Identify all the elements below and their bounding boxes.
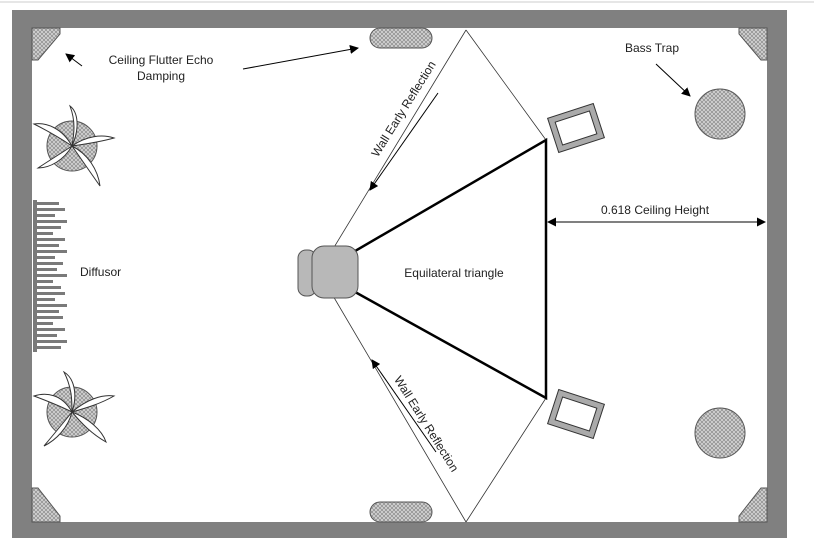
speaker-icon — [546, 388, 606, 440]
ceiling-flutter-label-line1: Ceiling Flutter Echo — [109, 53, 214, 67]
equilateral-triangle — [316, 137, 548, 401]
listening-chair-icon — [297, 245, 359, 299]
diffusor-label: Diffusor — [80, 265, 121, 279]
corner-trap-icon — [31, 27, 61, 61]
bass-trap-icon — [694, 88, 746, 140]
diffusor-panel-icon — [33, 200, 67, 352]
room-floor — [32, 28, 767, 522]
reflection-path-left-bottom — [318, 271, 467, 523]
bass-trap-arrow — [655, 63, 691, 97]
bass-trap-label: Bass Trap — [625, 41, 679, 55]
corner-trap-icon — [31, 487, 61, 523]
potted-plant-icon — [32, 104, 116, 187]
potted-plant-icon — [32, 370, 116, 447]
ceiling-flutter-label-line2: Damping — [137, 69, 185, 83]
wall-reflection-arrow-bottom — [371, 359, 437, 453]
flutter-echo-arrow-right — [242, 45, 359, 70]
speaker-icon — [546, 102, 606, 154]
bass-trap-icon — [694, 407, 746, 459]
wall-reflection-arrow-top — [369, 92, 439, 191]
corner-trap-icon — [738, 27, 768, 61]
ceiling-height-label: 0.618 Ceiling Height — [601, 203, 710, 217]
ceiling-absorber-panel-icon — [369, 27, 433, 49]
corner-trap-icon — [738, 487, 768, 523]
ceiling-absorber-panel-icon — [369, 501, 433, 523]
reflection-path-left-top — [318, 29, 467, 273]
equilateral-triangle-label: Equilateral triangle — [404, 266, 504, 280]
flutter-echo-arrow-left — [65, 53, 83, 67]
